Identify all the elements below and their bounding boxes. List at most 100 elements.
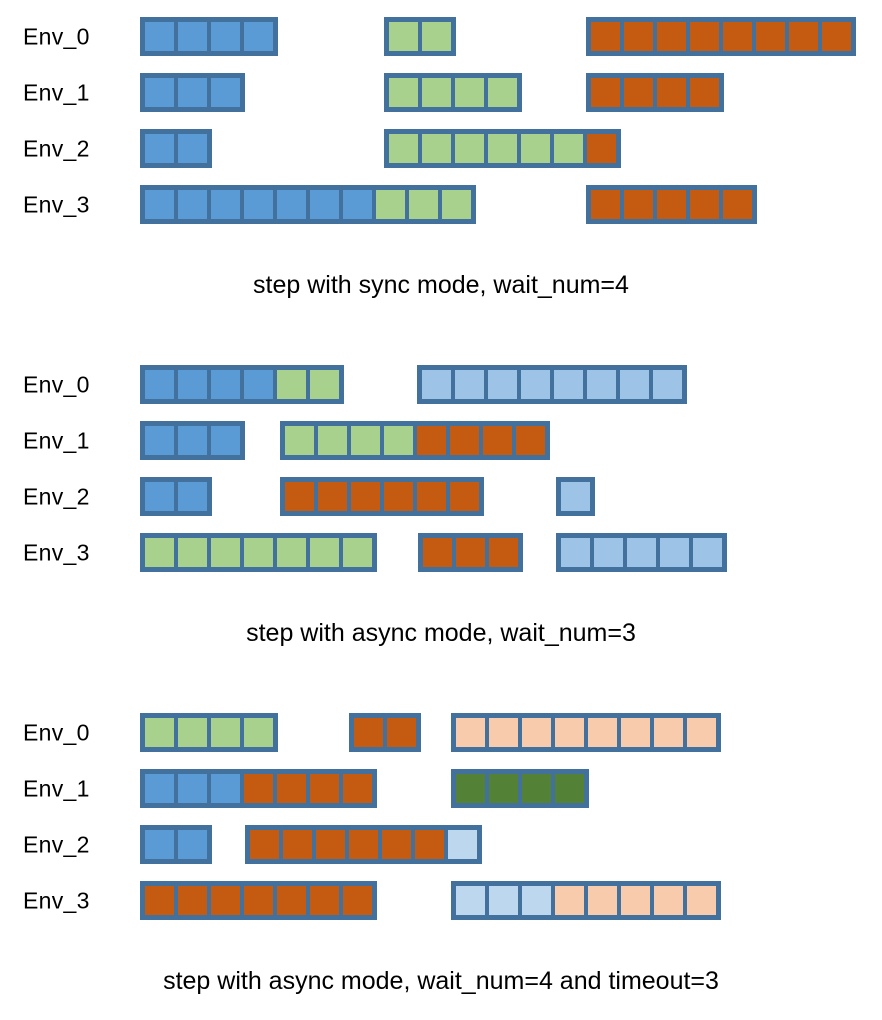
step-bar — [556, 477, 595, 516]
step-cell-orange — [343, 774, 372, 803]
step-cell-orange — [657, 22, 686, 51]
step-cell-orange — [690, 78, 719, 107]
step-cell-light_blue — [693, 538, 722, 567]
step-cell-blue — [244, 190, 273, 219]
step-cell-dark_green — [489, 774, 518, 803]
step-cell-orange — [211, 886, 240, 915]
step-cell-blue — [145, 426, 174, 455]
env-label: Env_3 — [23, 191, 90, 217]
step-cell-green — [351, 426, 380, 455]
step-cell-orange — [723, 190, 752, 219]
step-cell-peach — [555, 886, 584, 915]
step-cell-light_blue — [653, 370, 682, 399]
step-cell-orange — [417, 426, 446, 455]
env-row-2: Env_2 — [0, 477, 882, 516]
step-cell-green — [389, 78, 418, 107]
step-bar — [418, 533, 523, 572]
step-cell-orange — [822, 22, 851, 51]
step-cell-green — [376, 190, 405, 219]
step-cell-orange — [351, 482, 380, 511]
env-row-1: Env_1 — [0, 73, 882, 112]
step-cell-orange — [250, 830, 279, 859]
step-cell-light_blue — [488, 370, 517, 399]
step-bar — [140, 477, 212, 516]
step-cell-blue — [145, 190, 174, 219]
step-cell-light_blue — [521, 370, 550, 399]
step-cell-green — [442, 190, 471, 219]
step-bar — [417, 365, 687, 404]
step-bar — [451, 769, 589, 808]
step-cell-green — [422, 134, 451, 163]
step-cell-blue — [211, 190, 240, 219]
step-cell-blue — [145, 78, 174, 107]
step-cell-orange — [450, 426, 479, 455]
step-cell-orange — [310, 774, 339, 803]
step-cell-light_blue — [660, 538, 689, 567]
step-cell-blue — [244, 22, 273, 51]
step-cell-green — [178, 538, 207, 567]
step-bar — [140, 713, 278, 752]
step-cell-blue — [178, 482, 207, 511]
step-cell-green — [521, 134, 550, 163]
env-label: Env_0 — [23, 23, 90, 49]
step-cell-light_blue — [455, 370, 484, 399]
step-cell-blue — [211, 22, 240, 51]
step-bar — [140, 533, 377, 572]
step-cell-orange — [382, 830, 411, 859]
step-cell-orange — [756, 22, 785, 51]
step-cell-green — [277, 538, 306, 567]
step-cell-blue — [145, 482, 174, 511]
step-cell-blue — [277, 190, 306, 219]
step-cell-green — [389, 22, 418, 51]
step-cell-orange — [417, 482, 446, 511]
step-bar — [280, 421, 550, 460]
step-cell-green — [422, 78, 451, 107]
env-row-0: Env_0 — [0, 365, 882, 404]
step-cell-orange — [244, 886, 273, 915]
step-cell-orange — [456, 538, 485, 567]
env-label: Env_2 — [23, 831, 90, 857]
step-cell-blue — [145, 370, 174, 399]
step-cell-green — [145, 538, 174, 567]
step-cell-blue — [145, 134, 174, 163]
step-bar — [140, 73, 245, 112]
step-cell-pale_blue — [522, 886, 551, 915]
step-cell-orange — [318, 482, 347, 511]
step-cell-blue — [145, 774, 174, 803]
step-cell-peach — [687, 886, 716, 915]
step-cell-light_blue — [594, 538, 623, 567]
step-cell-blue — [211, 774, 240, 803]
env-label: Env_0 — [23, 719, 90, 745]
step-cell-blue — [178, 134, 207, 163]
step-cell-peach — [489, 718, 518, 747]
step-cell-orange — [384, 482, 413, 511]
step-cell-blue — [178, 774, 207, 803]
env-label: Env_2 — [23, 483, 90, 509]
step-cell-orange — [178, 886, 207, 915]
step-cell-peach — [687, 718, 716, 747]
step-cell-pale_blue — [489, 886, 518, 915]
step-cell-orange — [423, 538, 452, 567]
step-cell-blue — [244, 370, 273, 399]
step-cell-green — [409, 190, 438, 219]
env-row-1: Env_1 — [0, 421, 882, 460]
step-bar — [586, 185, 757, 224]
step-cell-green — [244, 718, 273, 747]
step-cell-orange — [285, 482, 314, 511]
step-cell-green — [389, 134, 418, 163]
step-cell-orange — [415, 830, 444, 859]
step-cell-blue — [178, 78, 207, 107]
step-bar — [586, 17, 856, 56]
step-bar — [140, 365, 344, 404]
step-cell-orange — [450, 482, 479, 511]
step-cell-blue — [178, 426, 207, 455]
env-row-2: Env_2 — [0, 129, 882, 168]
step-cell-blue — [211, 370, 240, 399]
step-cell-pale_blue — [456, 886, 485, 915]
step-bar — [451, 881, 721, 920]
